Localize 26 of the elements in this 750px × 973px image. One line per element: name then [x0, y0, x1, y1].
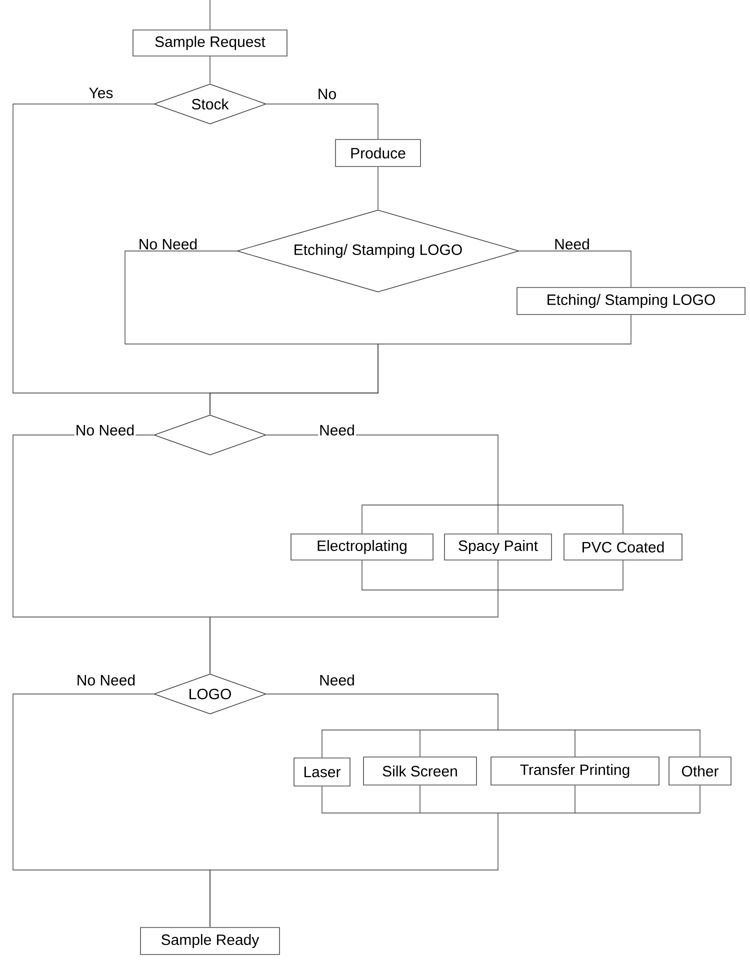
process-box: PVC Coated: [564, 534, 682, 560]
edge-label: No: [316, 88, 338, 100]
process-box: Sample Request: [132, 30, 288, 56]
edge-label: No Need: [74, 424, 136, 436]
process-box: Other: [668, 756, 732, 786]
process-box: Laser: [294, 758, 350, 786]
connector-line: [210, 314, 632, 415]
edge-label: No Need: [137, 238, 199, 250]
connector-line: [266, 434, 624, 534]
connector-line: [519, 250, 632, 288]
process-box: Spacy Paint: [444, 534, 552, 560]
connector-line: [266, 694, 700, 758]
process-box: Sample Ready: [140, 927, 280, 955]
process-box: Silk Screen: [363, 756, 477, 786]
edge-label: No Need: [75, 674, 137, 686]
edge-label: Need: [318, 674, 356, 686]
process-box: Produce: [335, 139, 421, 167]
connector-line: [210, 785, 700, 928]
connector-line: [266, 104, 378, 140]
process-box: Etching/ Stamping LOGO: [516, 287, 746, 315]
edge-label: Need: [318, 424, 356, 436]
process-box: Transfer Printing: [490, 756, 660, 786]
edge-label: Yes: [88, 86, 114, 100]
connector-line: [210, 560, 624, 674]
edge-label: Need: [553, 238, 591, 250]
process-box: Electroplating: [290, 534, 434, 560]
